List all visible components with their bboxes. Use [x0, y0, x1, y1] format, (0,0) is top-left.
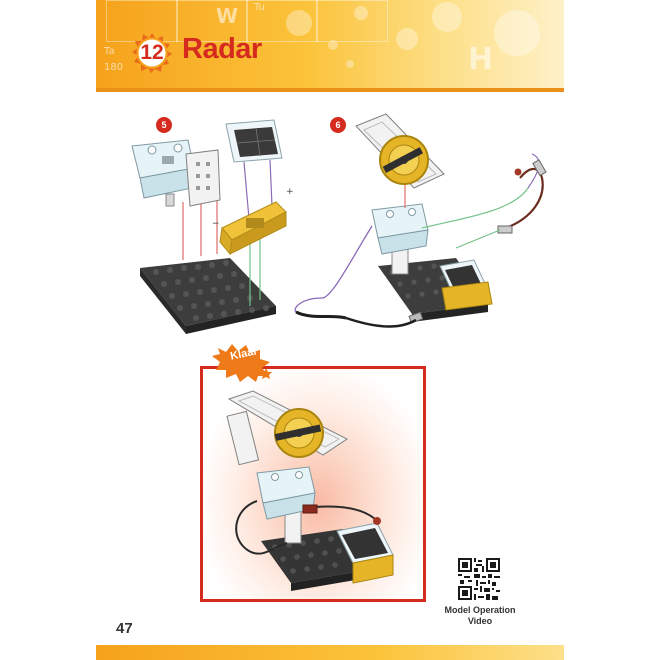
- klaar-starburst-icon: [212, 344, 272, 382]
- manual-page: Ta 180 W Tu H 12 Radar 5: [96, 0, 564, 660]
- qr-code-icon[interactable]: [458, 558, 500, 600]
- step-number-5: 5: [156, 117, 172, 133]
- svg-text:−: −: [212, 219, 220, 229]
- page-title: Radar: [182, 33, 262, 65]
- page-number: 47: [116, 620, 133, 637]
- header-stripe: [96, 88, 564, 92]
- step-number-6: 6: [330, 117, 346, 133]
- project-number: 12: [140, 41, 164, 64]
- project-badge-icon: [132, 33, 172, 73]
- footer-bar: [96, 645, 564, 660]
- qr-caption-line-2: Video: [467, 616, 493, 626]
- completed-model-illustration: [226, 390, 394, 591]
- header-banner: Ta 180 W Tu H: [96, 0, 564, 92]
- step-6-illustration: [294, 113, 547, 328]
- qr-caption: Model Operation Video: [428, 605, 532, 627]
- completed-model-box: [200, 366, 426, 602]
- step-5-illustration: + −: [131, 119, 294, 334]
- qr-caption-line-1: Model Operation: [444, 605, 516, 615]
- svg-text:+: +: [286, 187, 294, 197]
